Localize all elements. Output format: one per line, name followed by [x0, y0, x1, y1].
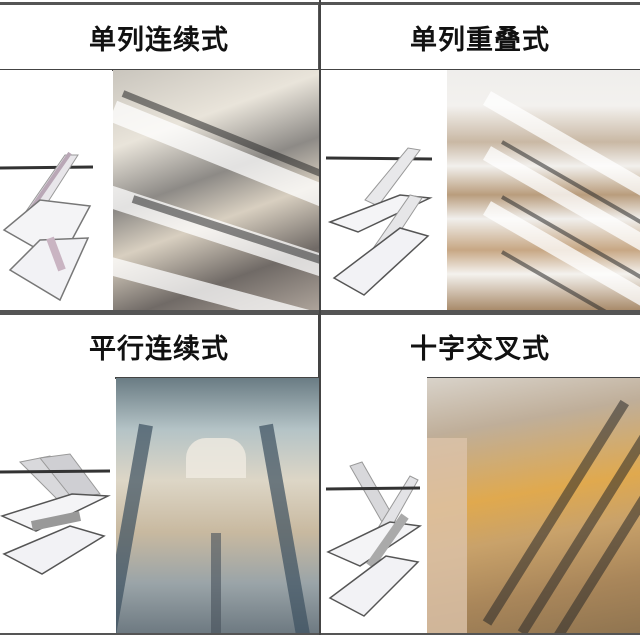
- panel-single-continuous: 单列连续式: [0, 0, 320, 312]
- parallel-continuous-escalators-photo: [116, 378, 320, 635]
- panel-title: 单列连续式: [0, 2, 320, 71]
- single-continuous-escalator-diagram-icon: [0, 70, 112, 310]
- panel-parallel-continuous: 平行连续式: [0, 312, 320, 635]
- panel-divider: [0, 633, 320, 635]
- single-overlapping-escalator-diagram-icon: [320, 70, 447, 310]
- panel-title: 平行连续式: [0, 312, 320, 379]
- single-overlapping-escalators-photo: [447, 70, 640, 310]
- crisscross-escalators-photo: [427, 378, 640, 635]
- panel-divider: [0, 310, 320, 312]
- crisscross-escalator-diagram-icon: [320, 376, 427, 633]
- single-continuous-escalators-photo: [113, 70, 320, 310]
- center-vertical-divider: [319, 0, 321, 635]
- panel-title: 十字交叉式: [320, 312, 640, 379]
- panel-single-overlapping: 单列重叠式: [320, 0, 640, 312]
- parallel-continuous-escalator-diagram-icon: [0, 376, 115, 633]
- panel-title: 单列重叠式: [320, 2, 640, 71]
- panel-divider: [320, 310, 640, 312]
- panel-divider: [320, 633, 640, 635]
- panel-crisscross: 十字交叉式: [320, 312, 640, 635]
